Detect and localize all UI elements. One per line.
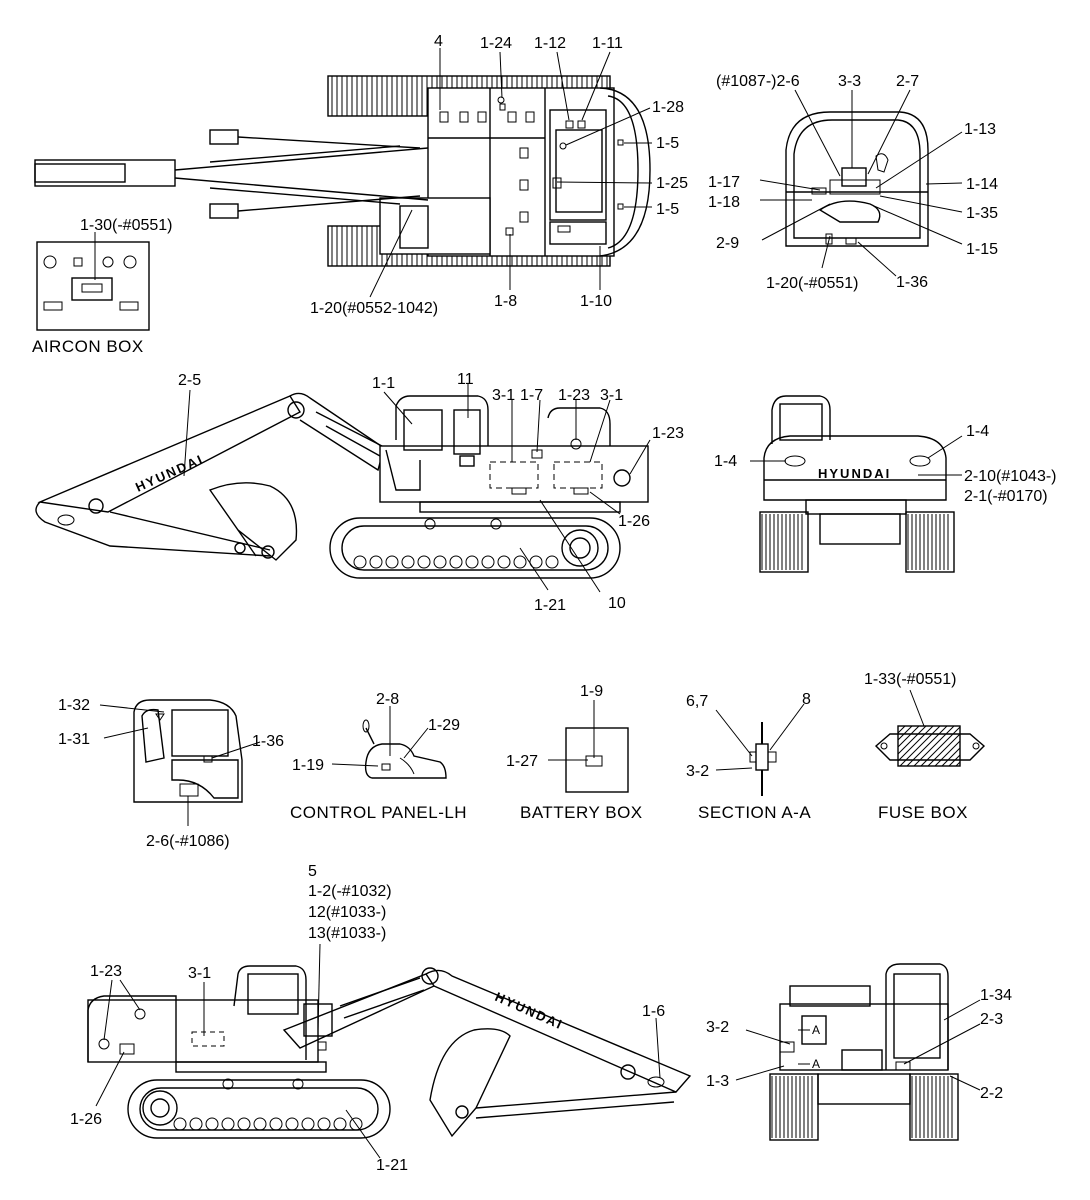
callout-1-15: 1-15 [966,241,998,258]
callout-3-2-front: 3-2 [706,1019,729,1036]
aircon-box-caption: AIRCON BOX [32,337,144,356]
callout-13: 13(#1033-) [308,925,386,942]
callout-1-17: 1-17 [708,174,740,191]
callout-2-7: 2-7 [896,73,919,90]
callout-1-24: 1-24 [480,35,512,52]
callout-2-8: 2-8 [376,691,399,708]
fuse-box-caption: FUSE BOX [878,803,968,822]
callout-1-36-cab: 1-36 [896,274,928,291]
callout-1-23-a: 1-23 [558,387,590,404]
callout-1-23-b: 1-23 [652,425,684,442]
callout-2-6-1086: 2-6(-#1086) [146,833,230,850]
aircon-box-view [36,241,150,331]
battery-box-caption: BATTERY BOX [520,803,643,822]
callout-1-5-bottom: 1-5 [656,201,679,218]
callout-1087-2-6: (#1087-)2-6 [716,73,800,90]
callout-3-1-right-view: 3-1 [188,965,211,982]
side-view-right [87,965,692,1139]
callout-1-4-right: 1-4 [966,423,989,440]
callout-1-11: 1-11 [592,35,623,52]
callout-2-9: 2-9 [716,235,739,252]
callout-1-13: 1-13 [964,121,996,138]
callout-1-27: 1-27 [506,753,538,770]
rear-brand: HYUNDAI [818,466,891,481]
callout-1-21-left: 1-21 [534,597,566,614]
callout-1-3: 1-3 [706,1073,729,1090]
callout-1-36-side: 1-36 [252,733,284,750]
callout-1-31: 1-31 [58,731,90,748]
callout-3-2-section: 3-2 [686,763,709,780]
section-marker-top: A [812,1023,820,1037]
top-view-excavator [34,75,953,1138]
callout-1-35: 1-35 [966,205,998,222]
control-panel-lh-view [362,719,447,779]
callout-1-23-right: 1-23 [90,963,122,980]
callout-3-3: 3-3 [838,73,861,90]
callout-11: 11 [457,371,474,388]
callout-1-4-left: 1-4 [714,453,737,470]
callout-1-28: 1-28 [652,99,684,116]
section-marker-bottom: A [812,1057,820,1071]
callout-1-2: 1-2(-#1032) [308,883,392,900]
section-caption: SECTION A-A [698,803,811,822]
callout-1-30: 1-30(-#0551) [80,217,173,234]
section-a-a-view [749,722,777,796]
cab-side-view [133,699,243,803]
callout-1-34: 1-34 [980,987,1012,1004]
callout-1-19: 1-19 [292,757,324,774]
callout-1-10: 1-10 [580,293,612,310]
callout-1-14: 1-14 [966,176,998,193]
callout-1-18: 1-18 [708,194,740,211]
rear-view [759,395,955,573]
callout-1-5-top: 1-5 [656,135,679,152]
side-view-left [35,392,649,579]
callout-6-7: 6,7 [686,693,708,710]
callout-12: 12(#1033-) [308,904,386,921]
front-view [769,963,959,1141]
callout-1-21-right: 1-21 [376,1157,408,1174]
leader-lines [94,48,981,1159]
callout-1-7: 1-7 [520,387,543,404]
callout-1-20-0552: 1-20(#0552-1042) [310,300,438,317]
control-panel-caption: CONTROL PANEL-LH [290,803,467,822]
callout-1-6: 1-6 [642,1003,665,1020]
callout-1-20-0551: 1-20(-#0551) [766,275,859,292]
callout-1-32: 1-32 [58,697,90,714]
callout-1-1: 1-1 [372,375,395,392]
callout-2-10: 2-10(#1043-) [964,468,1057,485]
callout-1-9: 1-9 [580,683,603,700]
callout-1-26-left: 1-26 [618,513,650,530]
callout-10: 10 [608,595,626,612]
callout-3-1-left: 3-1 [492,387,515,404]
callout-2-2: 2-2 [980,1085,1003,1102]
callout-1-26-right: 1-26 [70,1111,102,1128]
cab-front-view [785,111,929,247]
callout-1-12: 1-12 [534,35,566,52]
callout-1-25: 1-25 [656,175,688,192]
callout-1-33: 1-33(-#0551) [864,671,957,688]
callout-1-29: 1-29 [428,717,460,734]
callout-4: 4 [434,33,443,50]
callout-2-1: 2-1(-#0170) [964,488,1048,505]
callout-1-8: 1-8 [494,293,517,310]
fuse-box-view [874,725,986,767]
callout-5: 5 [308,863,317,880]
callout-8: 8 [802,691,811,708]
callout-2-5: 2-5 [178,372,201,389]
callout-3-1-right: 3-1 [600,387,623,404]
callout-2-3: 2-3 [980,1011,1003,1028]
boom-brand-right: HYUNDAI [493,989,566,1032]
